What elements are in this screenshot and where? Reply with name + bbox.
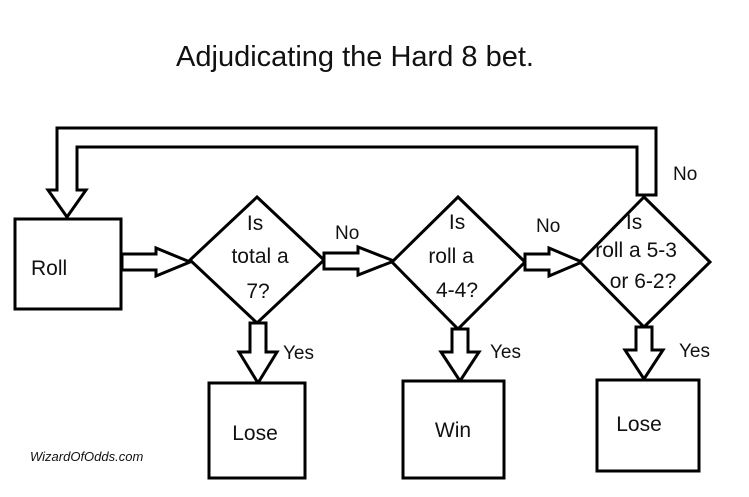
arrow-total-to-44 <box>322 244 399 278</box>
decision-5362-text: Is roll a 5-3 or 6-2? <box>595 211 683 293</box>
edge-label-no-1: No <box>335 223 359 244</box>
decision-44-line-1: Is <box>449 211 465 234</box>
edge-label-yes-3: Yes <box>679 341 710 362</box>
decision-total-line-1: Is <box>247 212 263 235</box>
decision-44-text: Is roll a 4-4? <box>428 211 479 302</box>
arrow-5362-to-lose <box>622 325 666 382</box>
decision-44-line-2: roll a <box>428 245 474 268</box>
decision-5362-line-2: roll a 5-3 <box>595 239 677 262</box>
decision-total-line-2: total a <box>231 245 289 268</box>
roll-box <box>13 217 123 311</box>
decision-5362-line-1: Is <box>626 211 642 234</box>
decision-44-line-3: 4-4? <box>436 279 478 302</box>
decision-5362-line-3: or 6-2? <box>610 270 677 293</box>
diagram-title: Adjudicating the Hard 8 bet. <box>176 41 534 73</box>
roll-label: Roll <box>31 257 67 280</box>
edge-label-no-loop: No <box>673 164 697 185</box>
arrow-44-to-win <box>438 327 482 384</box>
site-credit: WizardOfOdds.com <box>30 449 143 464</box>
decision-total-text: Is total a 7? <box>231 212 294 303</box>
loop-back-arrow <box>45 126 658 220</box>
arrow-roll-to-total <box>120 245 194 279</box>
edge-label-no-2: No <box>536 216 560 237</box>
arrow-44-to-5362 <box>523 245 586 279</box>
arrow-total-to-lose <box>236 321 280 386</box>
edge-label-yes-1: Yes <box>283 343 314 364</box>
outcome-lose-label-1: Lose <box>232 422 278 445</box>
outcome-win-box <box>401 379 506 480</box>
outcome-lose-box-2 <box>595 378 701 473</box>
decision-total-line-3: 7? <box>246 280 269 303</box>
outcome-lose-label-2: Lose <box>616 413 662 436</box>
outcome-lose-box-1 <box>207 381 307 480</box>
outcome-win-label: Win <box>435 419 471 442</box>
edge-label-yes-2: Yes <box>490 342 521 363</box>
